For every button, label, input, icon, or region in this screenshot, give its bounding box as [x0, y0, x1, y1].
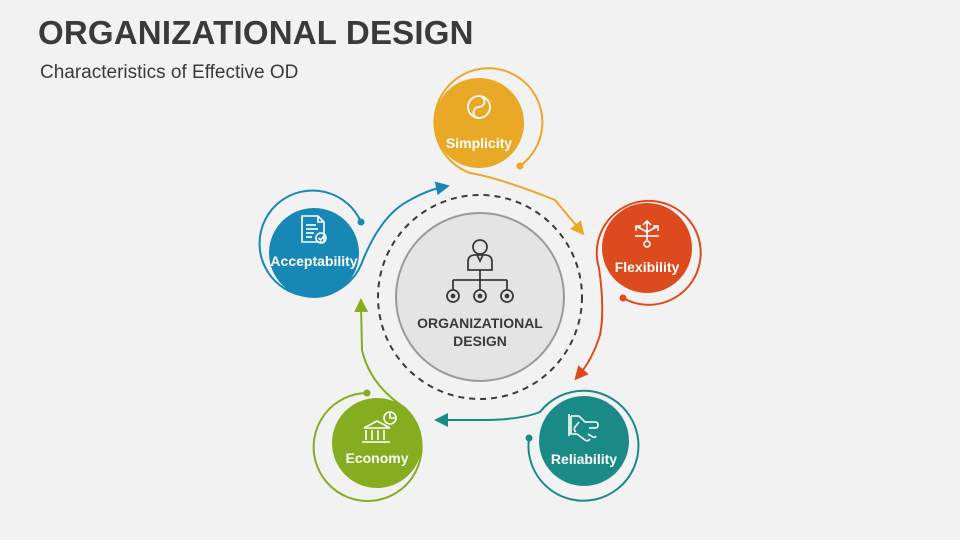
- center-label-line2: DESIGN: [453, 333, 507, 349]
- node-acceptability: Acceptability: [258, 181, 450, 298]
- node-label-economy: Economy: [345, 450, 408, 466]
- yin-yang-icon: [467, 95, 491, 119]
- connector-arrow-flexibility: [574, 199, 702, 381]
- node-label-simplicity: Simplicity: [446, 135, 512, 151]
- node-label-flexibility: Flexibility: [615, 259, 680, 275]
- center-node: ORGANIZATIONAL DESIGN: [395, 212, 565, 382]
- node-label-reliability: Reliability: [551, 451, 617, 467]
- multi-direction-arrows-icon: [635, 219, 659, 248]
- node-economy: Economy: [312, 298, 423, 502]
- node-simplicity: Simplicity: [433, 67, 585, 236]
- org-chart-icon: [446, 239, 514, 303]
- connector-arrow-simplicity: [433, 67, 585, 236]
- node-label-acceptability: Acceptability: [270, 253, 357, 269]
- handshake-icon: [568, 414, 599, 442]
- bank-chart-icon: [362, 411, 397, 443]
- dashed-ring: [377, 194, 583, 400]
- page-subtitle: Characteristics of Effective OD: [40, 62, 299, 83]
- node-reliability: Reliability: [434, 389, 640, 502]
- connector-arrow-reliability: [434, 389, 640, 502]
- center-label-line1: ORGANIZATIONAL: [417, 315, 543, 331]
- approved-document-icon: [301, 215, 327, 244]
- page-title: ORGANIZATIONAL DESIGN: [38, 14, 474, 51]
- node-flexibility: Flexibility: [574, 199, 702, 381]
